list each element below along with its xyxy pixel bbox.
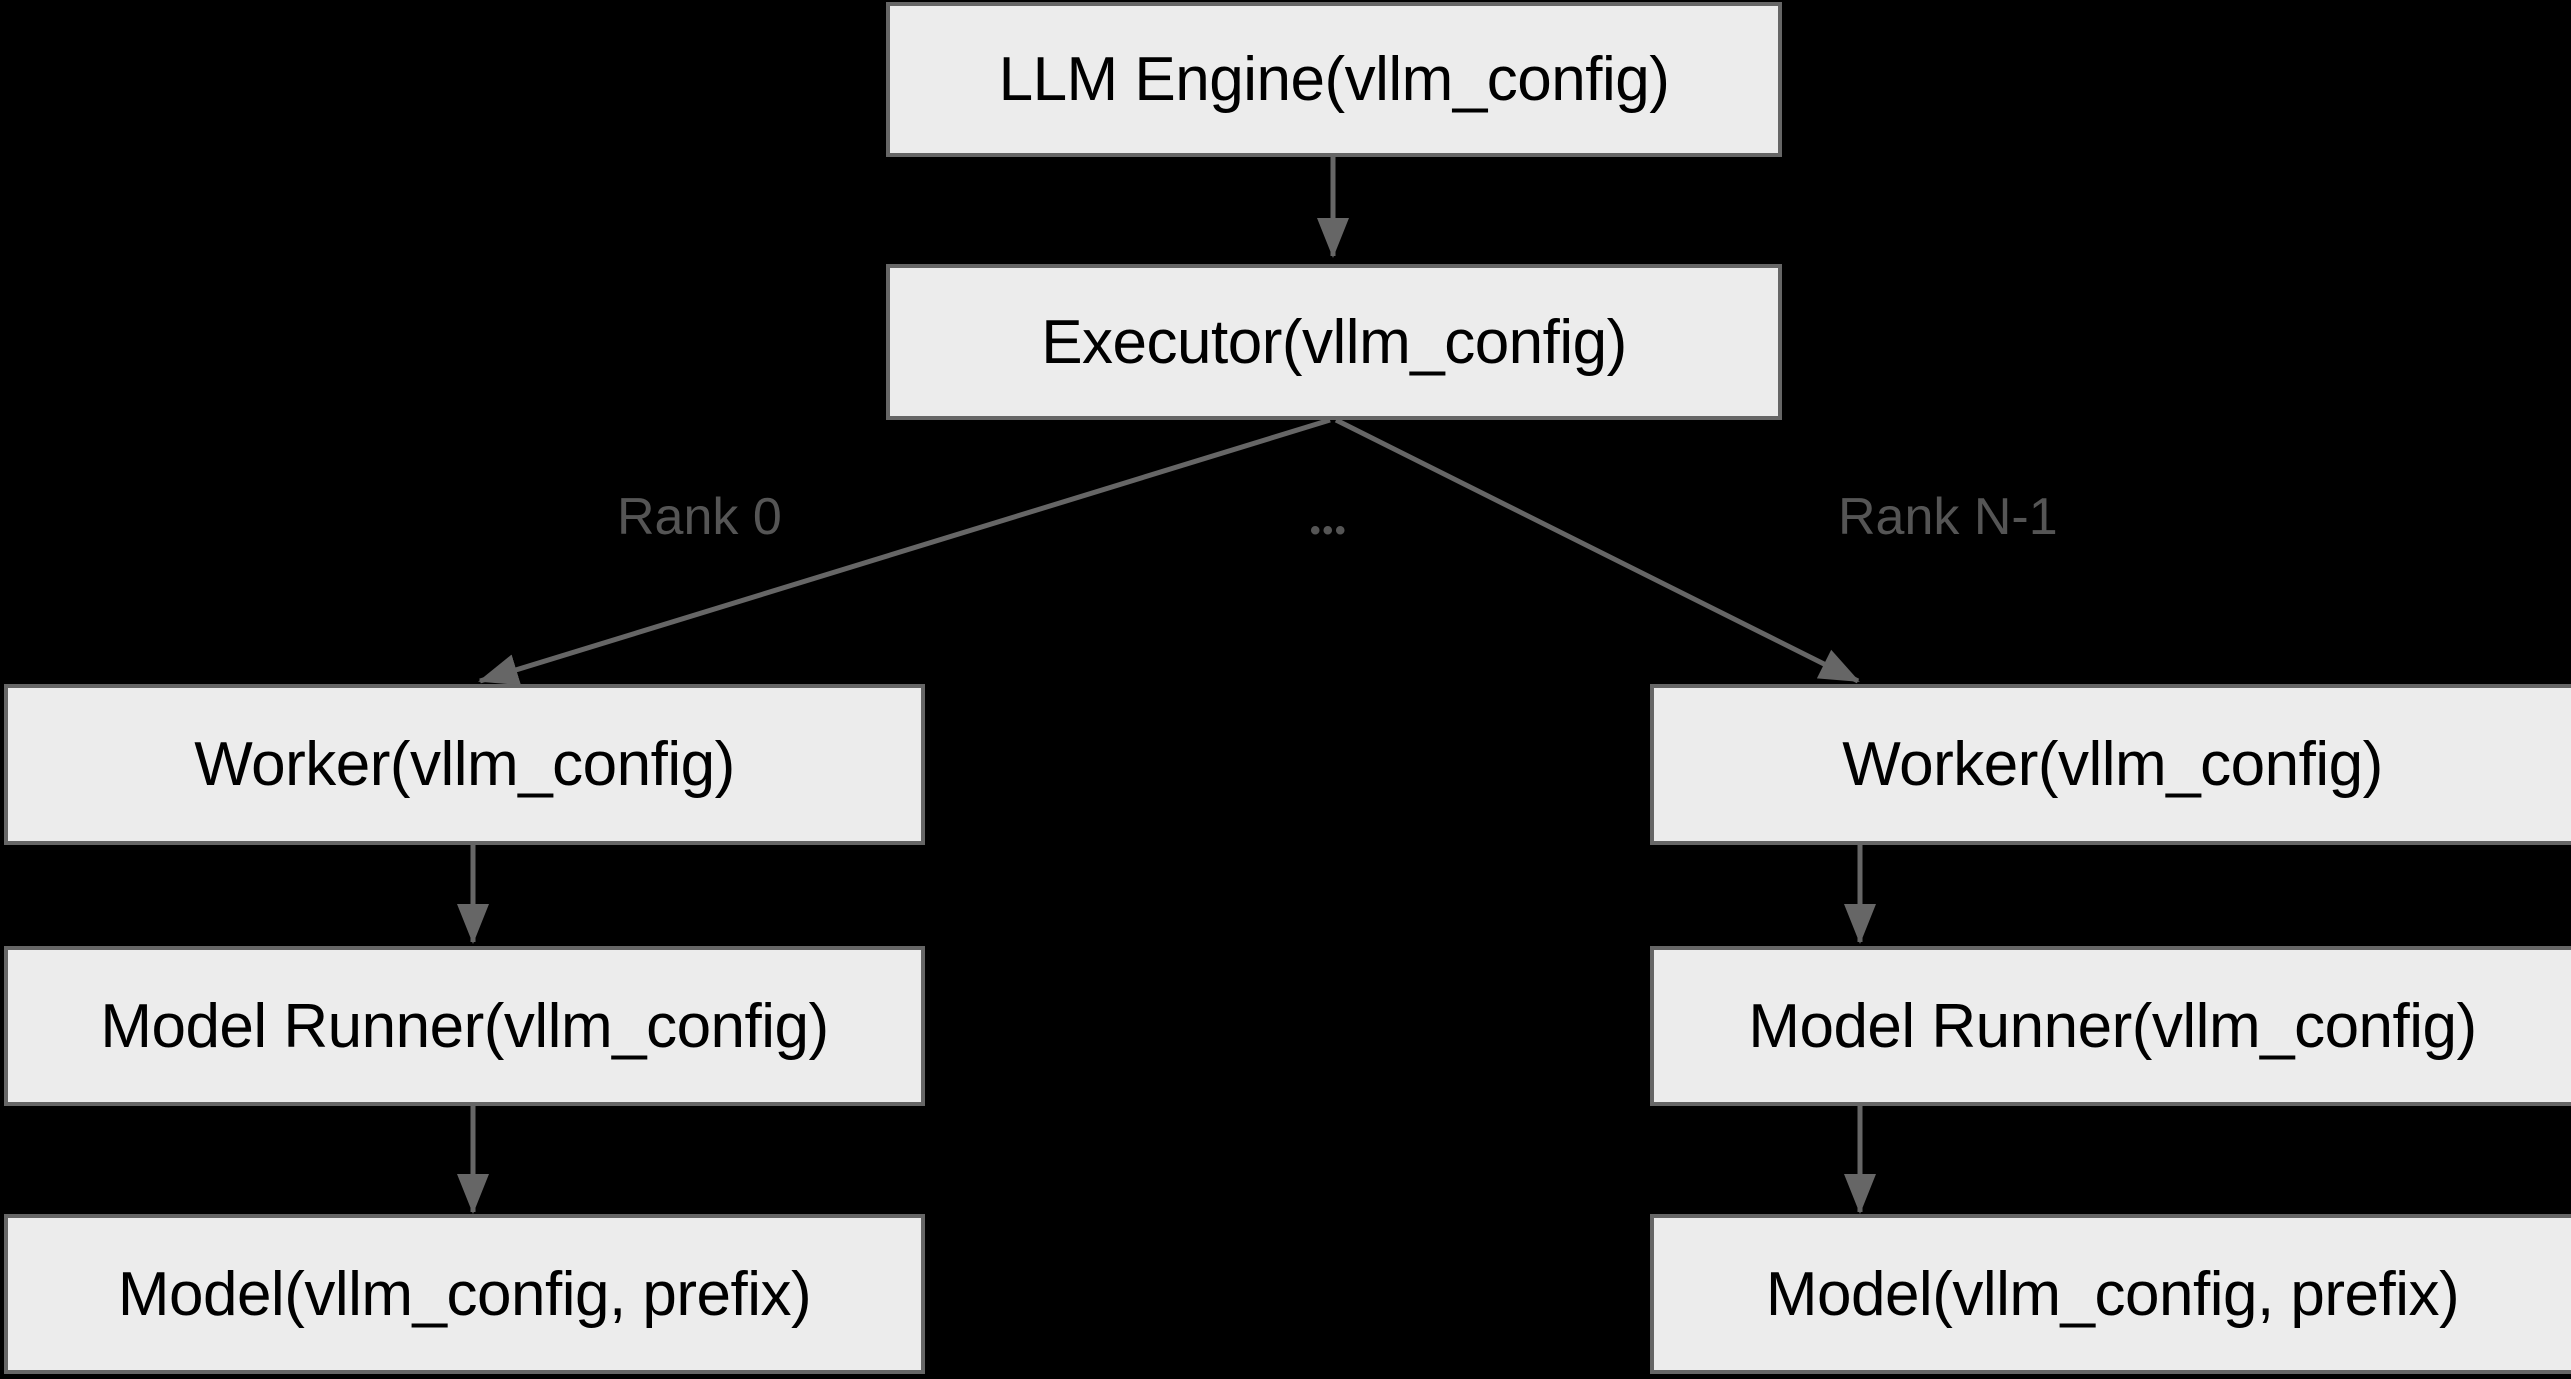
node-model-runner-rank0[interactable]: Model Runner(vllm_config) [4,946,925,1106]
edge-executor-to-worker-right [1334,417,1860,684]
node-model-rank-n-1[interactable]: Model(vllm_config, prefix) [1650,1214,2571,1374]
node-model-rank0[interactable]: Model(vllm_config, prefix) [4,1214,925,1374]
node-model-runner-rank-n-1[interactable]: Model Runner(vllm_config) [1650,946,2571,1106]
edge-label-rank-n-1: Rank N-1 [1838,488,2058,546]
node-executor[interactable]: Executor(vllm_config) [886,264,1782,420]
node-llm-engine[interactable]: LLM Engine(vllm_config) [886,2,1782,157]
edge-label-ellipsis: ••• [1310,514,1348,547]
node-worker-rank0[interactable]: Worker(vllm_config) [4,684,925,845]
edge-label-rank-0: Rank 0 [617,488,782,546]
node-worker-rank-n-1[interactable]: Worker(vllm_config) [1650,684,2571,845]
edge-executor-to-worker-left [478,417,1331,686]
